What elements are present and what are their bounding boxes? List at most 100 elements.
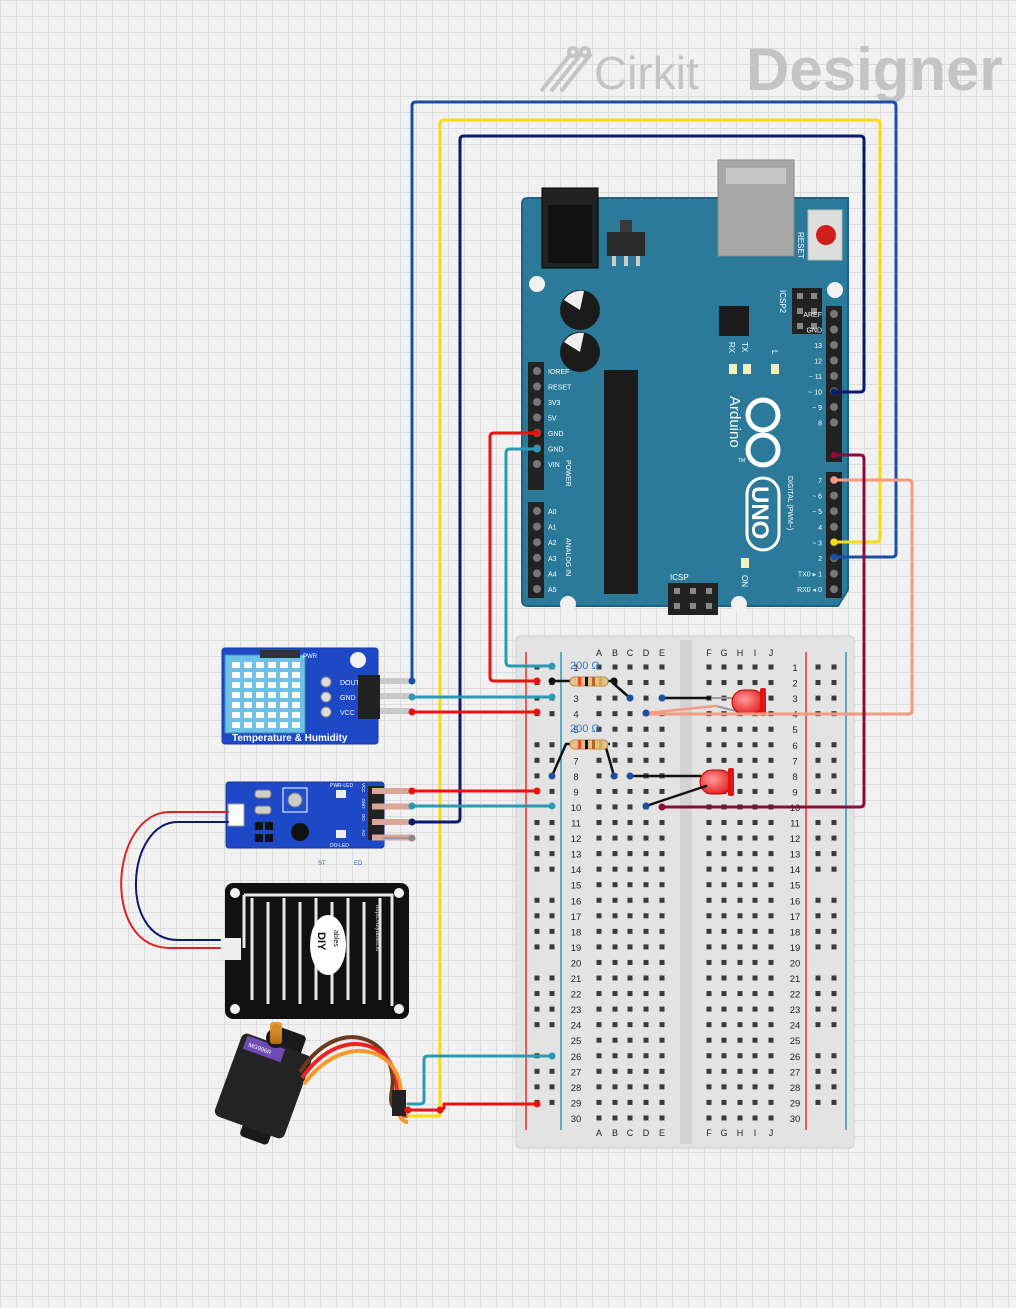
breadboard-hole[interactable]: [752, 1068, 758, 1074]
breadboard-hole[interactable]: [752, 773, 758, 779]
breadboard-hole[interactable]: [659, 1053, 665, 1059]
breadboard-hole[interactable]: [627, 757, 633, 763]
rail-hole[interactable]: [815, 1053, 821, 1059]
breadboard-hole[interactable]: [612, 788, 618, 794]
breadboard-hole[interactable]: [752, 820, 758, 825]
breadboard-hole[interactable]: [768, 851, 774, 857]
breadboard-hole[interactable]: [627, 882, 633, 888]
rail-hole[interactable]: [831, 664, 837, 670]
breadboard-hole[interactable]: [737, 742, 743, 748]
breadboard-hole[interactable]: [659, 664, 665, 670]
breadboard-hole[interactable]: [768, 680, 774, 686]
rail-hole[interactable]: [549, 991, 555, 997]
breadboard-hole[interactable]: [596, 757, 602, 763]
rail-hole[interactable]: [831, 820, 837, 825]
rail-hole[interactable]: [815, 788, 821, 794]
breadboard-hole[interactable]: [612, 1099, 618, 1105]
rail-hole[interactable]: [549, 897, 555, 903]
dht-pin[interactable]: [362, 708, 412, 714]
breadboard-hole[interactable]: [721, 1115, 727, 1121]
breadboard-hole[interactable]: [612, 882, 618, 888]
breadboard-hole[interactable]: [659, 1037, 665, 1043]
breadboard-hole[interactable]: [706, 664, 712, 670]
breadboard-hole[interactable]: [737, 1006, 743, 1012]
rail-hole[interactable]: [831, 742, 837, 748]
breadboard-hole[interactable]: [612, 835, 618, 841]
breadboard-hole[interactable]: [737, 835, 743, 841]
rail-hole[interactable]: [534, 1084, 540, 1090]
breadboard-hole[interactable]: [627, 742, 633, 748]
breadboard-hole[interactable]: [596, 991, 602, 997]
breadboard-hole[interactable]: [706, 1006, 712, 1012]
breadboard-hole[interactable]: [737, 897, 743, 903]
breadboard-hole[interactable]: [721, 1068, 727, 1074]
rail-hole[interactable]: [549, 742, 555, 748]
analog-pin[interactable]: [533, 585, 541, 593]
breadboard[interactable]: 1122334455667788991010111112121313141415…: [515, 635, 855, 1149]
breadboard-hole[interactable]: [612, 866, 618, 872]
breadboard-hole[interactable]: [627, 820, 633, 825]
breadboard-hole[interactable]: [721, 664, 727, 670]
breadboard-hole[interactable]: [706, 726, 712, 732]
breadboard-hole[interactable]: [659, 1006, 665, 1012]
power-pin[interactable]: [533, 382, 541, 391]
breadboard-hole[interactable]: [643, 664, 649, 670]
breadboard-hole[interactable]: [768, 1068, 774, 1074]
power-pin[interactable]: [533, 398, 541, 406]
breadboard-hole[interactable]: [721, 944, 727, 950]
red-led-2[interactable]: [699, 768, 734, 796]
breadboard-hole[interactable]: [737, 664, 743, 670]
breadboard-hole[interactable]: [706, 1084, 712, 1090]
breadboard-hole[interactable]: [768, 695, 774, 701]
breadboard-hole[interactable]: [627, 866, 633, 872]
rail-hole[interactable]: [831, 991, 837, 997]
breadboard-hole[interactable]: [721, 991, 727, 997]
rail-hole[interactable]: [815, 991, 821, 997]
breadboard-hole[interactable]: [612, 928, 618, 934]
breadboard-hole[interactable]: [768, 882, 774, 888]
breadboard-hole[interactable]: [643, 897, 649, 903]
rail-hole[interactable]: [549, 928, 555, 934]
rail-hole[interactable]: [815, 664, 821, 670]
rail-hole[interactable]: [815, 757, 821, 763]
analog-pin[interactable]: [533, 522, 541, 531]
breadboard-hole[interactable]: [627, 726, 633, 732]
breadboard-hole[interactable]: [768, 1053, 774, 1059]
rail-hole[interactable]: [815, 975, 821, 981]
rail-hole[interactable]: [831, 1099, 837, 1105]
breadboard-hole[interactable]: [659, 1099, 665, 1105]
breadboard-hole[interactable]: [643, 695, 649, 701]
breadboard-hole[interactable]: [752, 680, 758, 686]
breadboard-hole[interactable]: [612, 897, 618, 903]
breadboard-hole[interactable]: [706, 680, 712, 686]
breadboard-hole[interactable]: [596, 851, 602, 857]
breadboard-hole[interactable]: [737, 959, 743, 965]
breadboard-hole[interactable]: [659, 835, 665, 841]
breadboard-hole[interactable]: [612, 1053, 618, 1059]
breadboard-hole[interactable]: [627, 680, 633, 686]
breadboard-hole[interactable]: [768, 664, 774, 670]
rail-hole[interactable]: [815, 773, 821, 779]
rail-hole[interactable]: [831, 788, 837, 794]
breadboard-hole[interactable]: [612, 695, 618, 701]
breadboard-hole[interactable]: [659, 991, 665, 997]
breadboard-hole[interactable]: [612, 1115, 618, 1121]
breadboard-hole[interactable]: [721, 913, 727, 919]
wire-5v[interactable]: [488, 431, 539, 683]
wire-servo-gnd[interactable]: [406, 1054, 554, 1106]
breadboard-hole[interactable]: [627, 664, 633, 670]
breadboard-hole[interactable]: [627, 1053, 633, 1059]
breadboard-hole[interactable]: [706, 944, 712, 950]
breadboard-hole[interactable]: [737, 882, 743, 888]
breadboard-hole[interactable]: [706, 820, 712, 825]
rail-hole[interactable]: [534, 1006, 540, 1012]
breadboard-hole[interactable]: [659, 757, 665, 763]
breadboard-hole[interactable]: [612, 711, 618, 717]
rail-hole[interactable]: [549, 820, 555, 825]
servo-motor[interactable]: MG996R: [213, 1022, 409, 1146]
breadboard-hole[interactable]: [596, 959, 602, 965]
rail-hole[interactable]: [831, 773, 837, 779]
breadboard-hole[interactable]: [752, 882, 758, 888]
breadboard-hole[interactable]: [643, 757, 649, 763]
